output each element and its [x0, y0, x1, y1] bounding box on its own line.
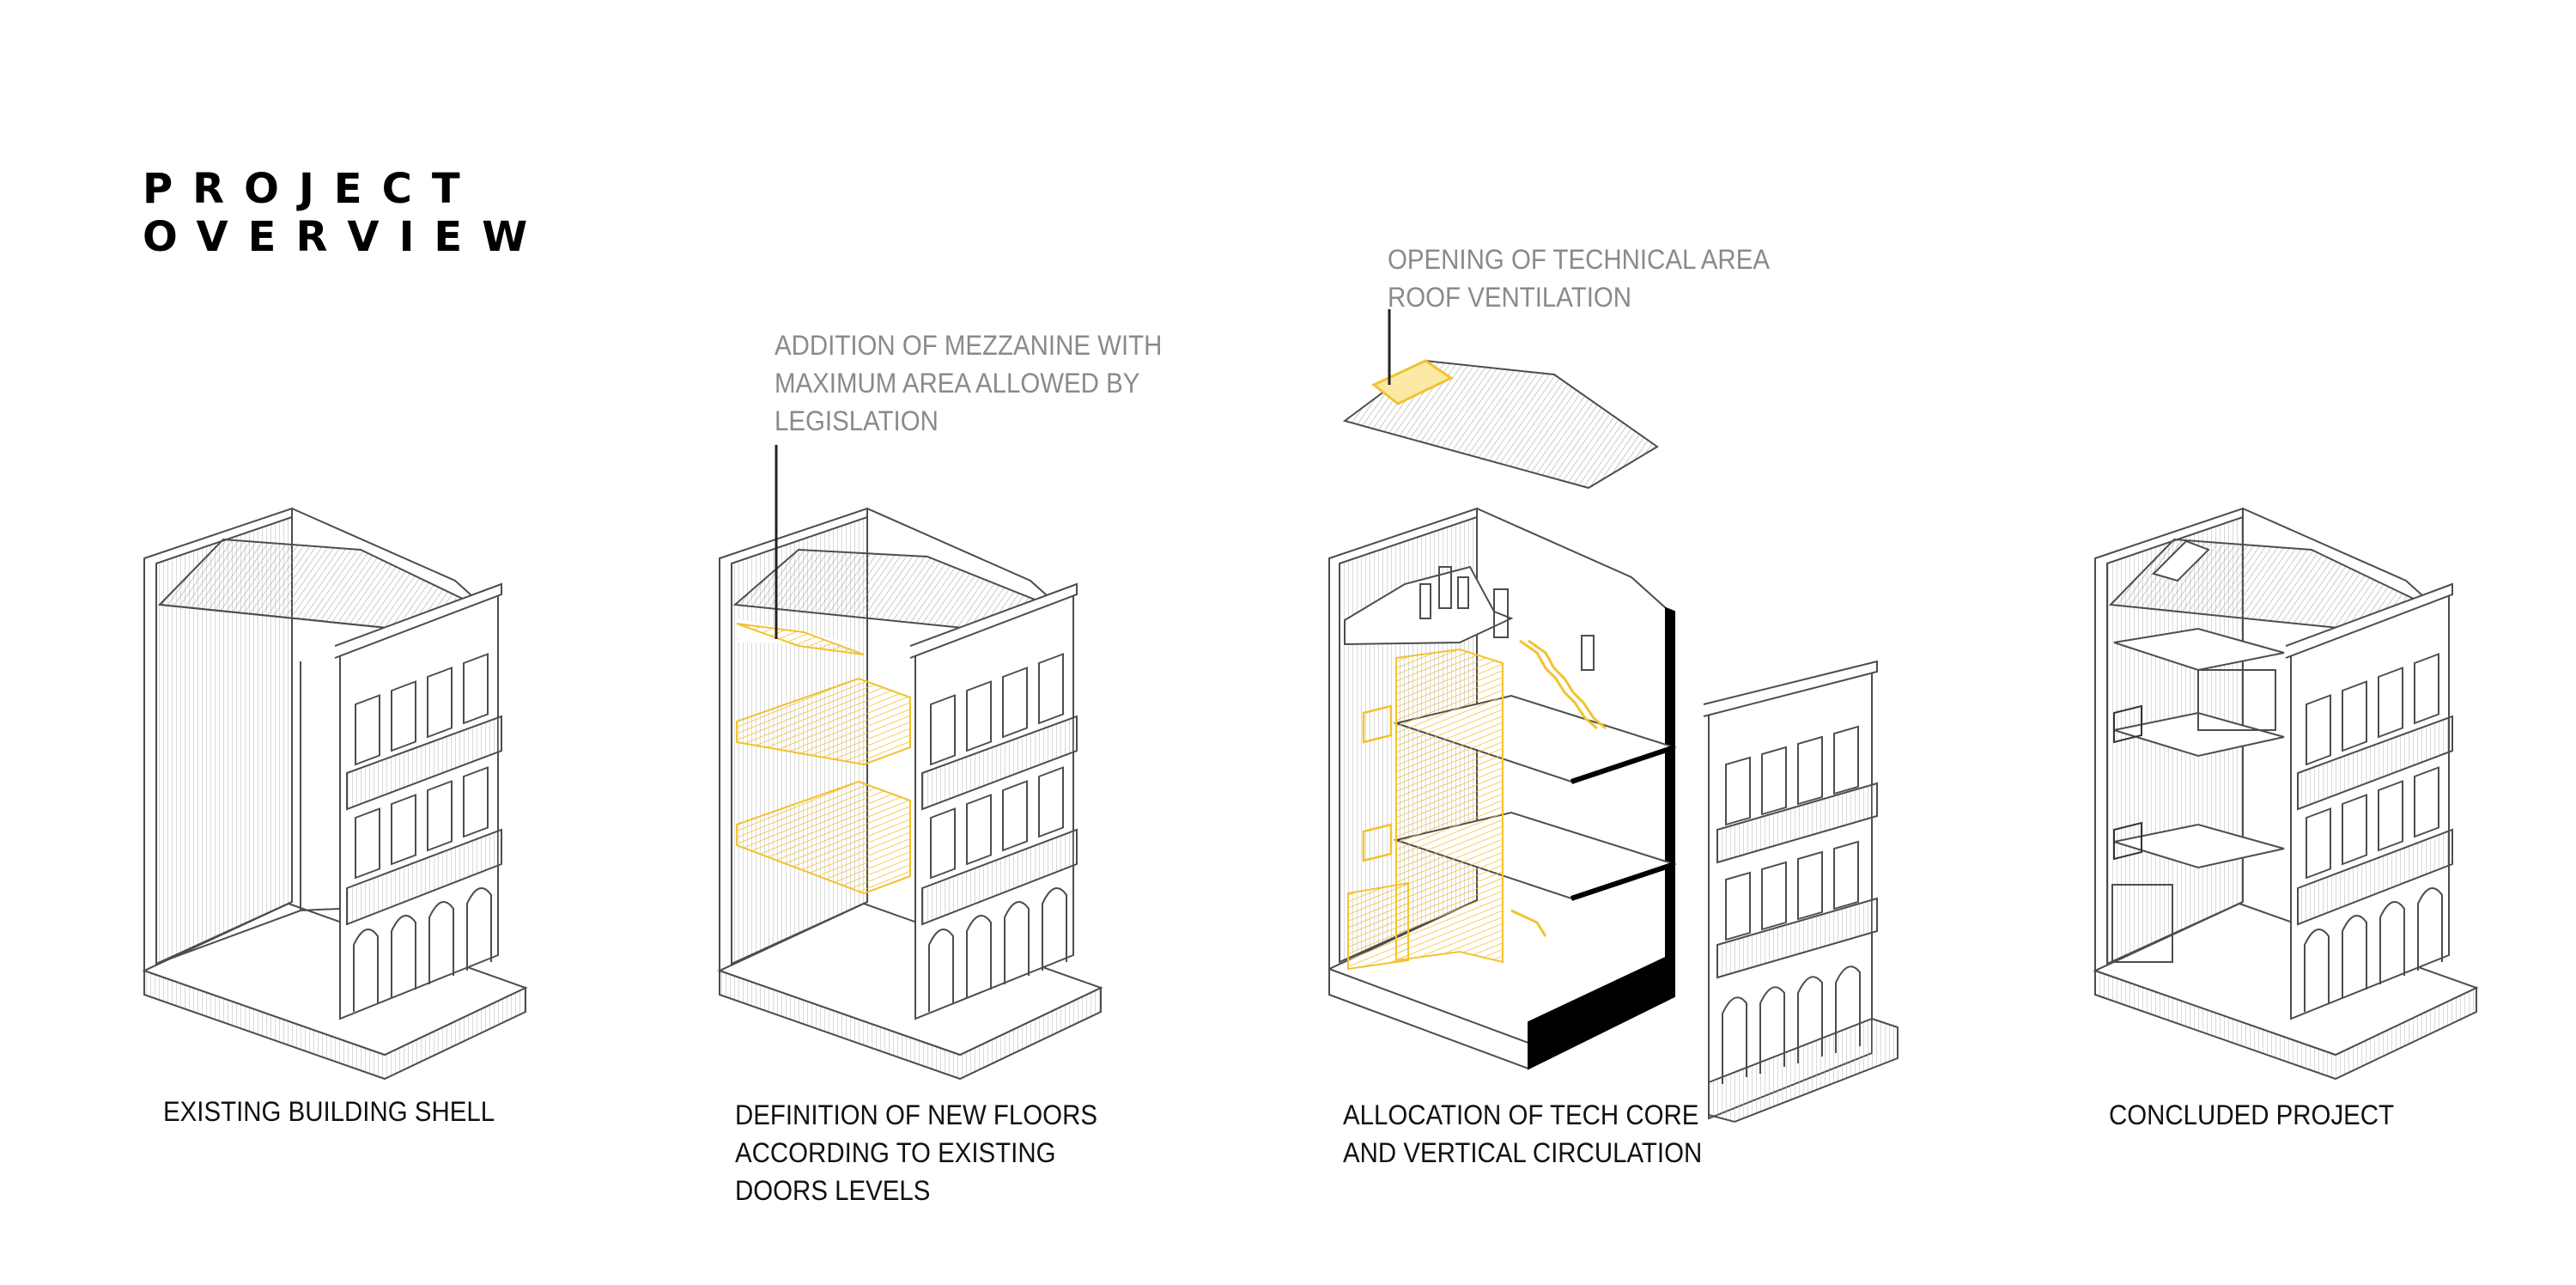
tech-unit-lower	[1362, 823, 1393, 862]
tech-units	[2113, 704, 2142, 861]
building-existing-shell	[142, 507, 528, 1081]
building-concluded	[2093, 507, 2479, 1081]
tech-unit-upper	[1362, 704, 1393, 744]
cornice	[909, 582, 1078, 659]
roof-note-line-1: OPENING OF TECHNICAL AREA	[1388, 244, 1770, 275]
cornice	[2285, 582, 2453, 659]
caption-3-line-2: AND VERTICAL CIRCULATION	[1343, 1137, 1703, 1168]
mezzanine-note-line-1: ADDITION OF MEZZANINE WITH	[775, 330, 1163, 361]
floor-lower	[2113, 823, 2285, 869]
middle-windows	[355, 766, 489, 880]
attic-window	[1438, 566, 1452, 609]
roof-ventilation-opening	[1371, 359, 1455, 405]
middle-windows	[930, 766, 1064, 880]
title-line-1: PROJECT	[143, 165, 480, 213]
mezzanine-note: ADDITION OF MEZZANINE WITH MAXIMUM AREA …	[775, 326, 1162, 440]
balcony-upper	[346, 715, 502, 811]
building-tech-core	[1328, 309, 1899, 1124]
ground-tech-box	[2111, 884, 2173, 963]
left-wall-hatch	[155, 515, 293, 965]
balcony-lower	[921, 828, 1078, 926]
door-opening	[1493, 588, 1509, 638]
section-cut-wall	[1665, 606, 1675, 972]
facade-windows	[1725, 725, 1859, 941]
ground-arches	[1722, 965, 1861, 1084]
mezzanine	[2113, 627, 2285, 672]
caption-new-floors: DEFINITION OF NEW FLOORS ACCORDING TO EX…	[735, 1096, 1097, 1209]
ground-stair	[1510, 909, 1547, 937]
new-floor-lower	[736, 780, 911, 895]
vertical-circulation-stair	[1519, 639, 1598, 730]
facade	[2290, 588, 2450, 1020]
cornice	[1703, 660, 1878, 717]
upper-windows	[930, 653, 1064, 766]
mezzanine-note-line-2: MAXIMUM AREA ALLOWED BY	[775, 368, 1140, 399]
balcony-lower	[2297, 828, 2453, 926]
mezzanine-note-line-3: LEGISLATION	[775, 405, 939, 436]
upper-windows	[2306, 653, 2439, 766]
tech-core	[1395, 648, 1504, 964]
balcony-upper	[921, 715, 1078, 811]
tech-unit-ground	[1347, 881, 1409, 971]
balcony-upper	[2297, 715, 2453, 811]
facade	[914, 588, 1074, 1020]
facade-plinth	[1708, 1017, 1899, 1124]
caption-existing-shell: EXISTING BUILDING SHELL	[163, 1093, 495, 1130]
caption-2-line-1: DEFINITION OF NEW FLOORS	[735, 1099, 1097, 1130]
floor-upper	[2113, 711, 2285, 758]
ground-arches	[928, 887, 1067, 1012]
door-opening	[1581, 635, 1595, 671]
tech-core-box	[2197, 669, 2276, 731]
section-cut-base	[1528, 952, 1675, 1070]
facade	[339, 588, 499, 1020]
ground-arches	[2304, 887, 2443, 1012]
roof-note-line-2: ROOF VENTILATION	[1388, 282, 1632, 313]
balcony-lower	[1716, 897, 1878, 979]
caption-concluded: CONCLUDED PROJECT	[2109, 1096, 2394, 1134]
caption-3-line-1: ALLOCATION OF TECH CORE	[1343, 1099, 1699, 1130]
new-floor-upper	[736, 677, 911, 766]
attic-window	[1457, 576, 1469, 609]
roof-skylight	[2152, 539, 2210, 582]
roof-ventilation-note: OPENING OF TECHNICAL AREA ROOF VENTILATI…	[1388, 241, 1770, 316]
caption-2-line-3: DOORS LEVELS	[735, 1175, 931, 1206]
attic-gable	[1344, 565, 1514, 646]
caption-4-line-1: CONCLUDED PROJECT	[2109, 1099, 2395, 1130]
caption-1-line-1: EXISTING BUILDING SHELL	[163, 1096, 495, 1127]
mezzanine-slab	[736, 623, 865, 655]
middle-windows	[2306, 766, 2439, 880]
balcony-upper	[1716, 782, 1878, 864]
title-line-2: OVERVIEW	[143, 213, 548, 261]
attic-window	[1419, 583, 1431, 619]
upper-windows	[355, 653, 489, 766]
caption-tech-core: ALLOCATION OF TECH CORE AND VERTICAL CIR…	[1343, 1096, 1702, 1172]
ground-arches	[353, 887, 492, 1012]
cornice	[334, 582, 502, 659]
caption-2-line-2: ACCORDING TO EXISTING	[735, 1137, 1056, 1168]
building-new-floors	[717, 445, 1103, 1081]
balcony-lower	[346, 828, 502, 926]
